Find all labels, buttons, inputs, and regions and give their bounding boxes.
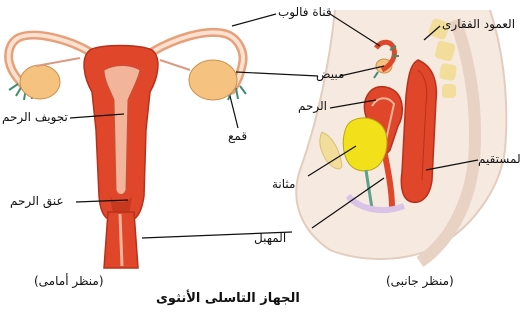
caption-side-view: (منظر جانبى) (386, 275, 454, 287)
side-view (296, 10, 506, 262)
diagram-title: الجهاز التاسلى الأنثوى (156, 292, 300, 305)
label-uterus-side: الرحم (298, 100, 327, 112)
right-ovary (189, 60, 237, 100)
label-uterine-cavity: تجويف الرحم (2, 111, 68, 123)
front-view (9, 32, 246, 268)
left-ovary (20, 65, 60, 99)
label-vagina: المهبل (254, 232, 286, 244)
bladder (343, 118, 387, 171)
label-funnel: قمع (228, 130, 247, 142)
label-fallopian-tube: قناة فالوب (278, 6, 332, 18)
label-rectum: المستقيم (478, 153, 520, 165)
label-spine: العمود الفقارى (442, 18, 515, 30)
label-cervix: عنق الرحم (10, 195, 64, 207)
label-ovary: مبيض (316, 68, 344, 80)
label-bladder: مثانة (272, 178, 295, 190)
caption-front-view: (منظر أمامى) (34, 275, 104, 287)
